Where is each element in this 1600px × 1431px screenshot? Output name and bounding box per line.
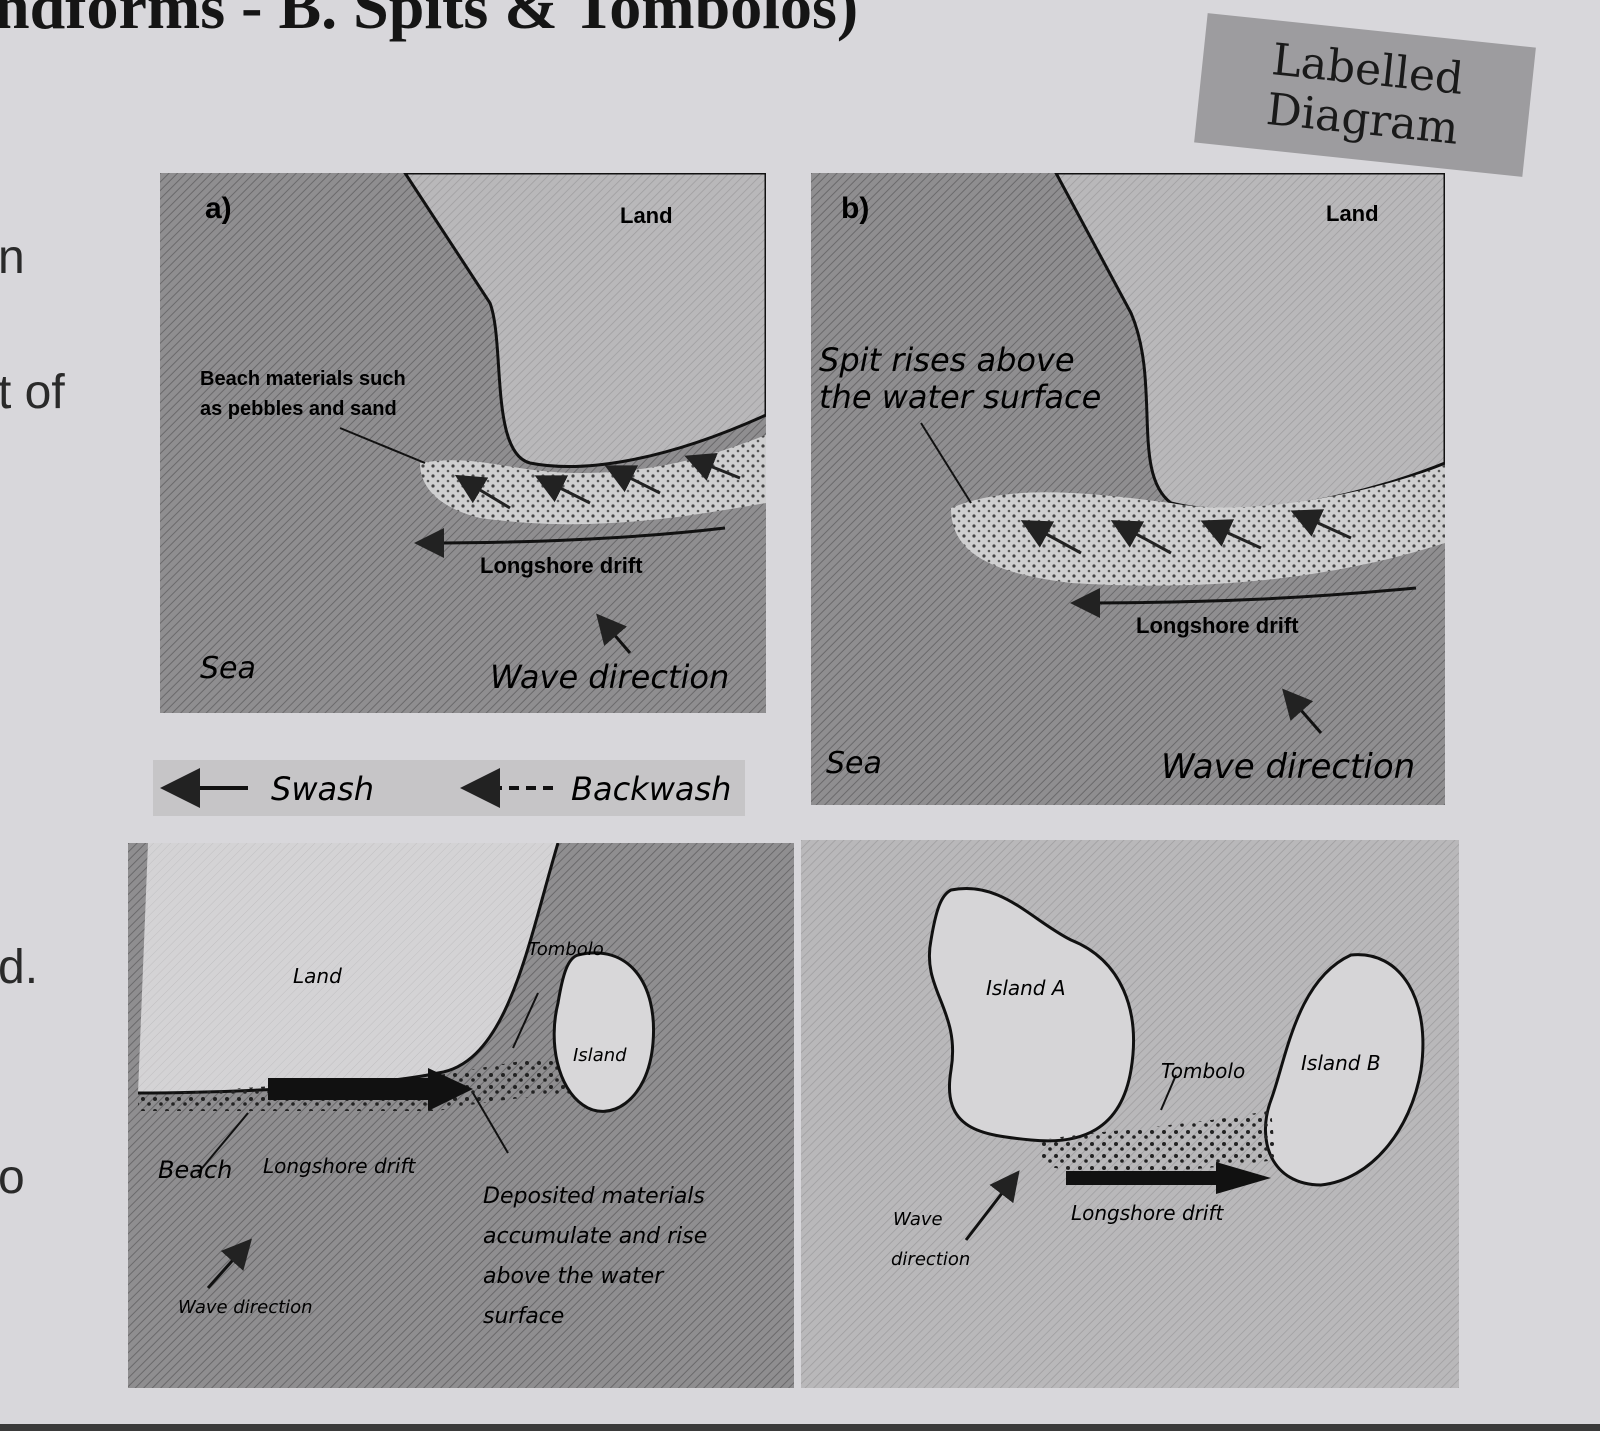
swash-legend-label: Swash bbox=[271, 770, 374, 808]
longshore-drift-label: Longshore drift bbox=[1071, 1201, 1224, 1225]
land-label: Land bbox=[293, 964, 342, 988]
spit-diagram-b: b) Land Spit rises above the water surfa… bbox=[811, 173, 1445, 805]
page-title: ndforms - B. Spits & Tombolos) bbox=[0, 0, 859, 42]
leader-line bbox=[339, 427, 426, 464]
panel-label: b) bbox=[841, 192, 869, 225]
island-a-label: Island A bbox=[986, 976, 1066, 1000]
wave-direction-label: Wave direction bbox=[490, 658, 729, 696]
beach-leader bbox=[197, 1112, 249, 1174]
arrowhead bbox=[1216, 1162, 1271, 1194]
sea-label: Sea bbox=[200, 651, 256, 686]
land-label: Land bbox=[1326, 201, 1379, 226]
island-label: Island bbox=[573, 1045, 627, 1066]
beach-label: Beach bbox=[158, 1156, 232, 1184]
panel-label: a) bbox=[205, 192, 232, 225]
wave-direction-label: direction bbox=[891, 1249, 970, 1270]
island-b-shape bbox=[1263, 953, 1425, 1187]
arrowhead bbox=[428, 1068, 473, 1111]
body-text-fragment: o bbox=[0, 1151, 25, 1204]
sea-label: Sea bbox=[826, 746, 882, 781]
wave-direction-label: Wave direction bbox=[1161, 747, 1415, 787]
tombolo-leader bbox=[1160, 1074, 1177, 1111]
labelled-diagram-stamp: Labelled Diagram bbox=[1194, 13, 1536, 177]
legend: Swash Backwash bbox=[153, 760, 745, 816]
swash-arrows bbox=[454, 452, 741, 510]
tombolo-diagram-d: Island A Island B Tombolo Longshore drif… bbox=[801, 840, 1459, 1388]
body-text-fragment: t of bbox=[0, 366, 65, 419]
land-area bbox=[403, 173, 766, 468]
wave-direction-arrow bbox=[1282, 688, 1323, 734]
deposit-label: surface bbox=[483, 1304, 564, 1329]
island-shape bbox=[552, 951, 656, 1113]
deposit-label: above the water bbox=[483, 1264, 665, 1289]
land-label: Land bbox=[620, 203, 673, 228]
body-text-fragment: n bbox=[0, 231, 25, 284]
land-area bbox=[138, 843, 558, 1093]
longshore-drift-arrow bbox=[1070, 586, 1417, 618]
beach-materials-label: as pebbles and sand bbox=[200, 398, 397, 420]
beach-material bbox=[420, 435, 766, 525]
body-text-fragment: d. bbox=[0, 941, 39, 994]
backwash-legend-label: Backwash bbox=[571, 770, 731, 808]
beach-materials-label: Beach materials such bbox=[200, 368, 406, 390]
tombolo-diagram-c: Land Tombolo Island Beach Longshore drif… bbox=[128, 843, 794, 1388]
wave-direction-arrow bbox=[964, 1170, 1020, 1241]
wave-direction-label: Wave bbox=[893, 1209, 943, 1230]
deposit-leader bbox=[472, 1092, 509, 1154]
longshore-drift-label: Longshore drift bbox=[1136, 613, 1299, 638]
tombolo-deposit bbox=[1041, 1110, 1276, 1173]
deposit-label: accumulate and rise bbox=[483, 1224, 707, 1249]
longshore-drift-label: Longshore drift bbox=[263, 1154, 416, 1178]
wave-direction-arrow bbox=[206, 1238, 252, 1289]
tombolo-leader bbox=[512, 992, 539, 1049]
tombolo-label: Tombolo bbox=[1161, 1059, 1245, 1083]
wave-direction-arrow bbox=[596, 613, 632, 654]
leader-line bbox=[920, 422, 972, 504]
deposit-label: Deposited materials bbox=[483, 1184, 705, 1209]
spit-label: the water surface bbox=[819, 378, 1101, 416]
spit-label: Spit rises above bbox=[819, 341, 1075, 379]
island-b-label: Island B bbox=[1301, 1051, 1381, 1075]
spit-diagram-a: a) Land Beach materials such as pebbles … bbox=[160, 173, 766, 713]
wave-direction-label: Wave direction bbox=[178, 1297, 313, 1318]
page-edge bbox=[0, 1424, 1600, 1431]
longshore-drift-arrow bbox=[414, 526, 726, 558]
swash-arrows bbox=[1020, 509, 1352, 555]
tombolo-label: Tombolo bbox=[528, 939, 604, 960]
spit-deposit bbox=[951, 465, 1445, 586]
longshore-drift-label: Longshore drift bbox=[480, 553, 643, 578]
